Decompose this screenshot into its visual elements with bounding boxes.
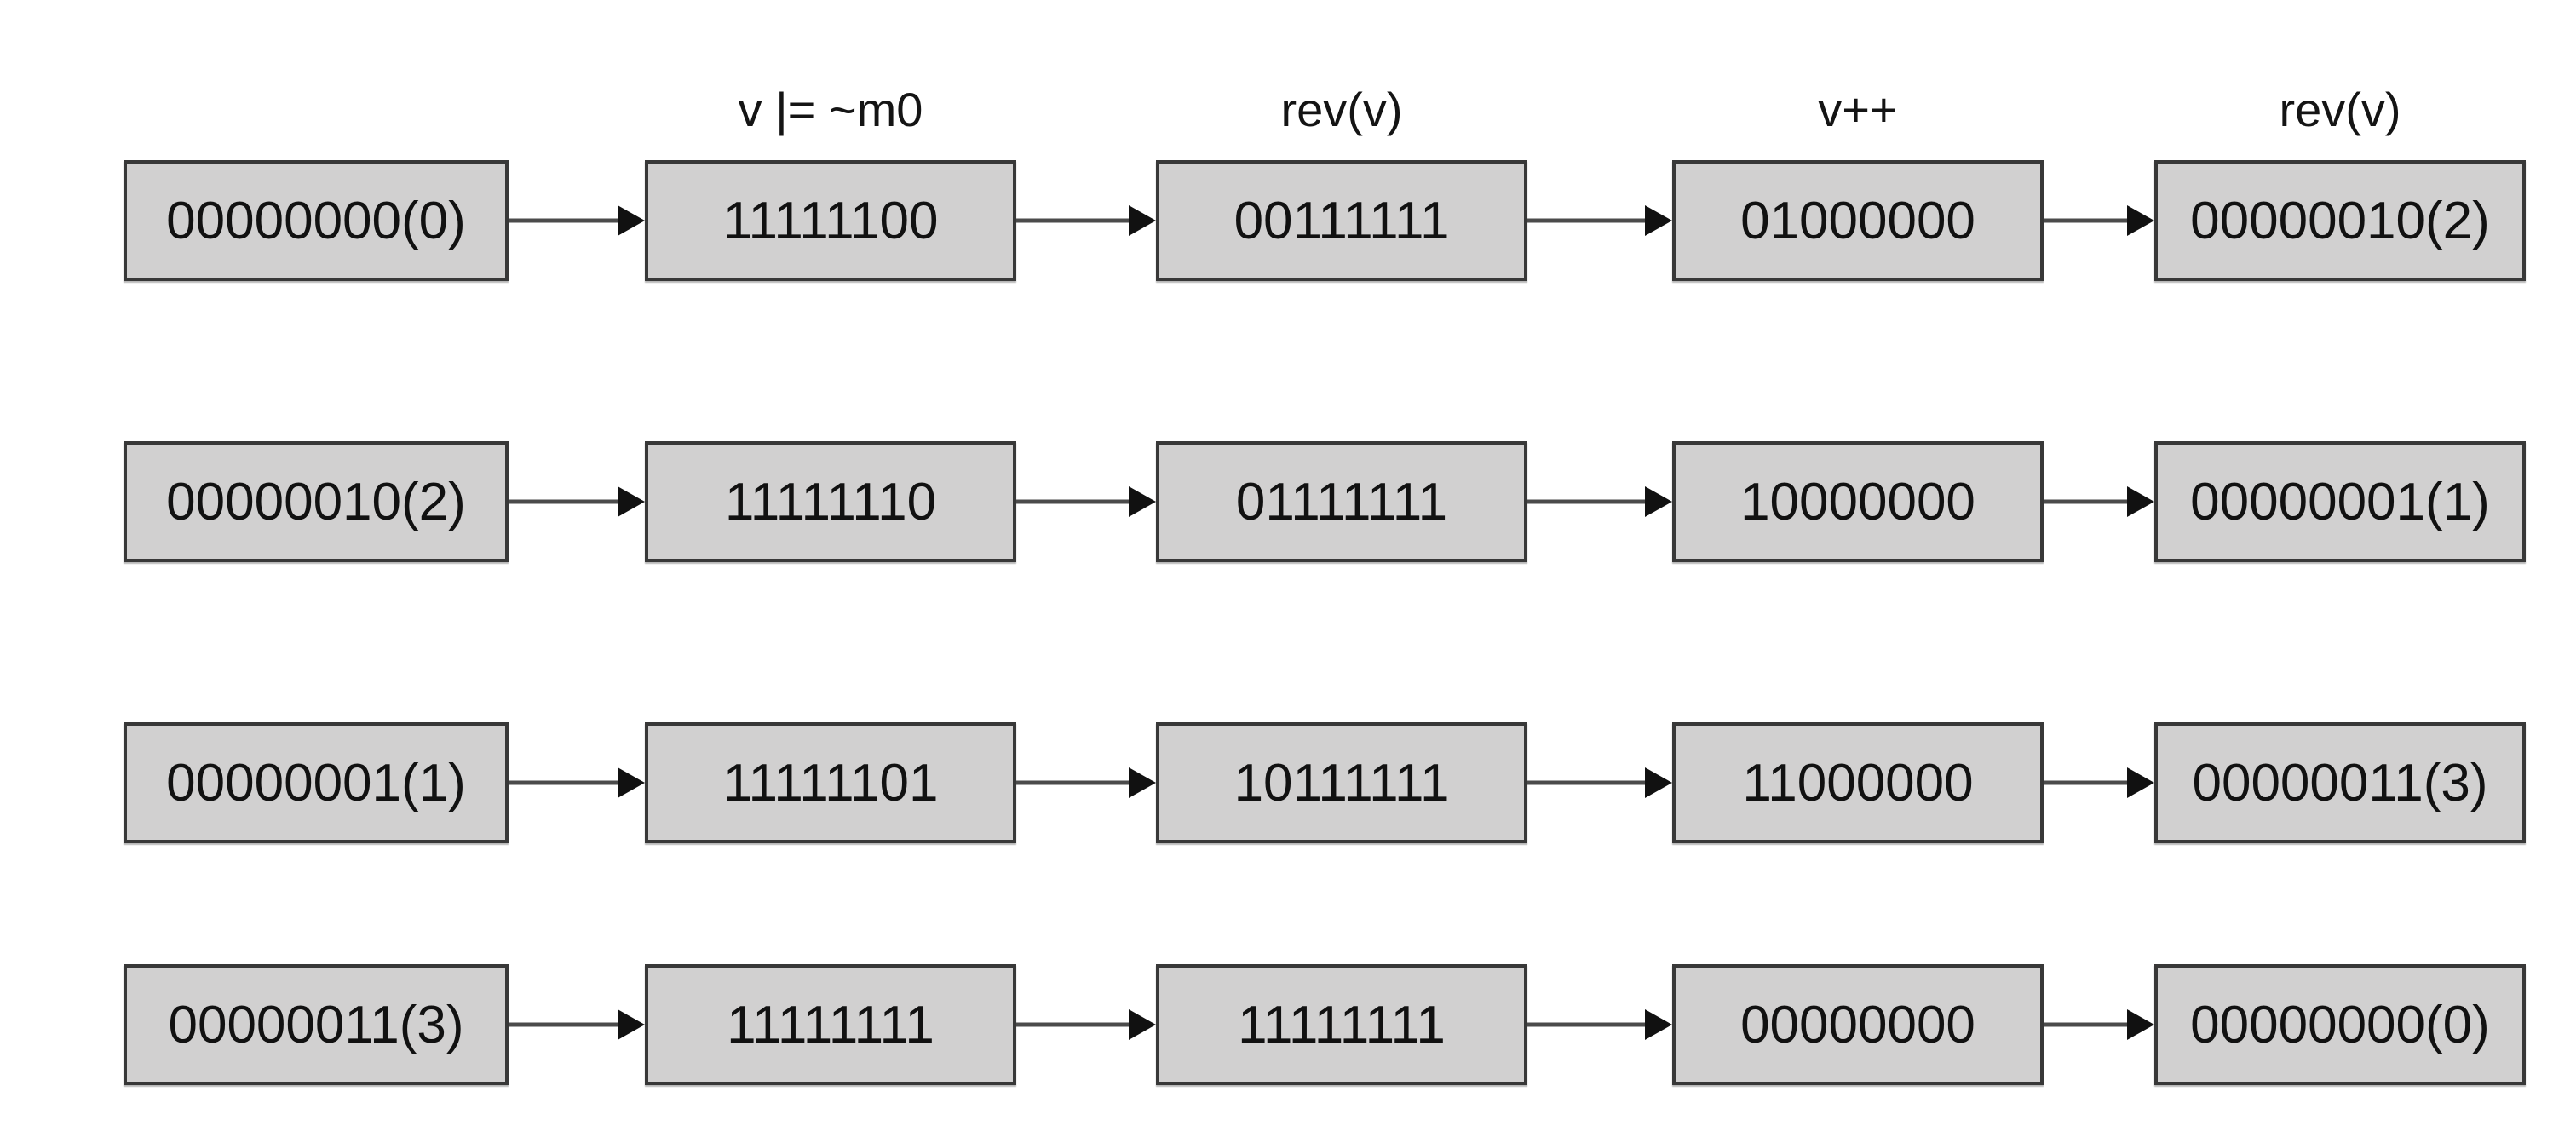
arrow-right-icon	[1527, 964, 1672, 1085]
diagram-row-4: 00000011(3) 11111111 11111111 00000000 0…	[0, 964, 2576, 1085]
arrow-right-icon	[1016, 160, 1156, 281]
column-header-rev-v-2: rev(v)	[2279, 83, 2401, 136]
flow-box: 11111110	[645, 441, 1016, 562]
arrow-right-icon	[1016, 722, 1156, 843]
arrow-right-icon	[2044, 722, 2154, 843]
flow-box: 11000000	[1672, 722, 2044, 843]
flow-box: 00000010(2)	[2154, 160, 2526, 281]
arrow-right-icon	[2044, 441, 2154, 562]
flow-box: 01000000	[1672, 160, 2044, 281]
flow-box: 00000001(1)	[124, 722, 509, 843]
diagram-row-3: 00000001(1) 11111101 10111111 11000000 0…	[0, 722, 2576, 843]
flow-box: 00000000(0)	[2154, 964, 2526, 1085]
arrow-right-icon	[1527, 160, 1672, 281]
flow-box: 00111111	[1156, 160, 1527, 281]
arrow-right-icon	[509, 722, 645, 843]
arrow-right-icon	[1527, 722, 1672, 843]
flow-box: 00000011(3)	[124, 964, 509, 1085]
flow-box: 00000011(3)	[2154, 722, 2526, 843]
flow-box: 11111100	[645, 160, 1016, 281]
arrow-right-icon	[1016, 964, 1156, 1085]
flow-box: 11111111	[1156, 964, 1527, 1085]
flow-box: 11111111	[645, 964, 1016, 1085]
arrow-right-icon	[1527, 441, 1672, 562]
flow-box: 10000000	[1672, 441, 2044, 562]
flow-box: 00000001(1)	[2154, 441, 2526, 562]
arrow-right-icon	[1016, 441, 1156, 562]
arrow-right-icon	[509, 160, 645, 281]
diagram-row-2: 00000010(2) 11111110 01111111 10000000 0…	[0, 441, 2576, 562]
arrow-right-icon	[2044, 964, 2154, 1085]
arrow-right-icon	[509, 964, 645, 1085]
column-header-rev-v: rev(v)	[1280, 83, 1403, 136]
arrow-right-icon	[2044, 160, 2154, 281]
arrow-right-icon	[509, 441, 645, 562]
column-header-or-not-m0: v |= ~m0	[738, 83, 923, 136]
flow-box: 01111111	[1156, 441, 1527, 562]
column-header-v-increment: v++	[1818, 83, 1898, 136]
flow-box: 10111111	[1156, 722, 1527, 843]
flow-box: 00000000(0)	[124, 160, 509, 281]
flow-box: 00000010(2)	[124, 441, 509, 562]
flow-box: 11111101	[645, 722, 1016, 843]
flow-box: 00000000	[1672, 964, 2044, 1085]
diagram-row-1: 00000000(0) 11111100 00111111 01000000 0…	[0, 160, 2576, 281]
